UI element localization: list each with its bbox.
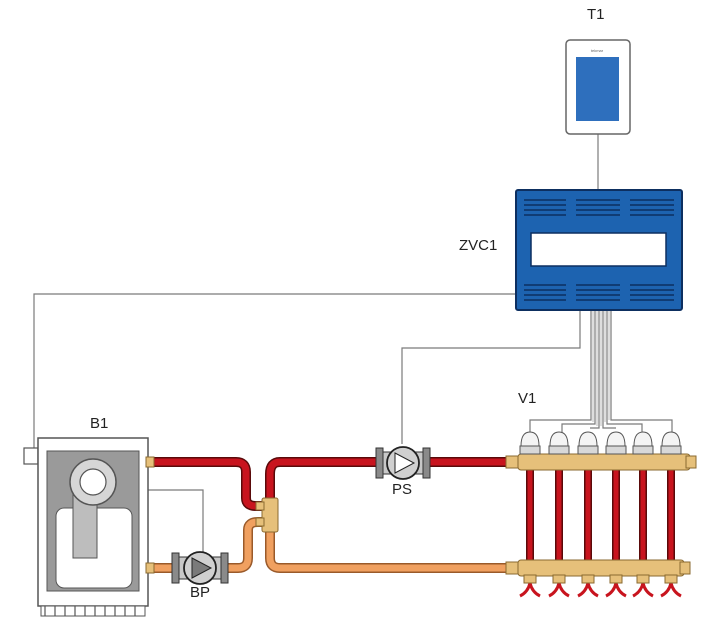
supply-manifold	[505, 453, 697, 471]
boiler-b1	[23, 437, 155, 617]
return-manifold	[505, 559, 691, 584]
control-wiring	[33, 134, 673, 560]
closely-spaced-tee	[255, 497, 279, 533]
piping	[116, 457, 508, 573]
thermostat-brand-text: tekmar	[591, 48, 604, 53]
boiler-pump-label: BP	[190, 584, 211, 601]
system-pump-ps	[375, 446, 431, 480]
zone-controller-zvc1	[515, 189, 683, 311]
zone-controller-label: ZVC1	[459, 237, 498, 254]
boiler-label: B1	[90, 415, 109, 432]
boiler-pump-bp	[171, 551, 229, 585]
thermostat-t1: tekmar	[565, 39, 631, 135]
thermostat-label: T1	[587, 6, 605, 23]
system-pump-label: PS	[392, 481, 413, 498]
manifold-tubing	[519, 470, 682, 598]
zone-valve-actuators-v1	[519, 431, 682, 455]
valves-label: V1	[518, 390, 537, 407]
